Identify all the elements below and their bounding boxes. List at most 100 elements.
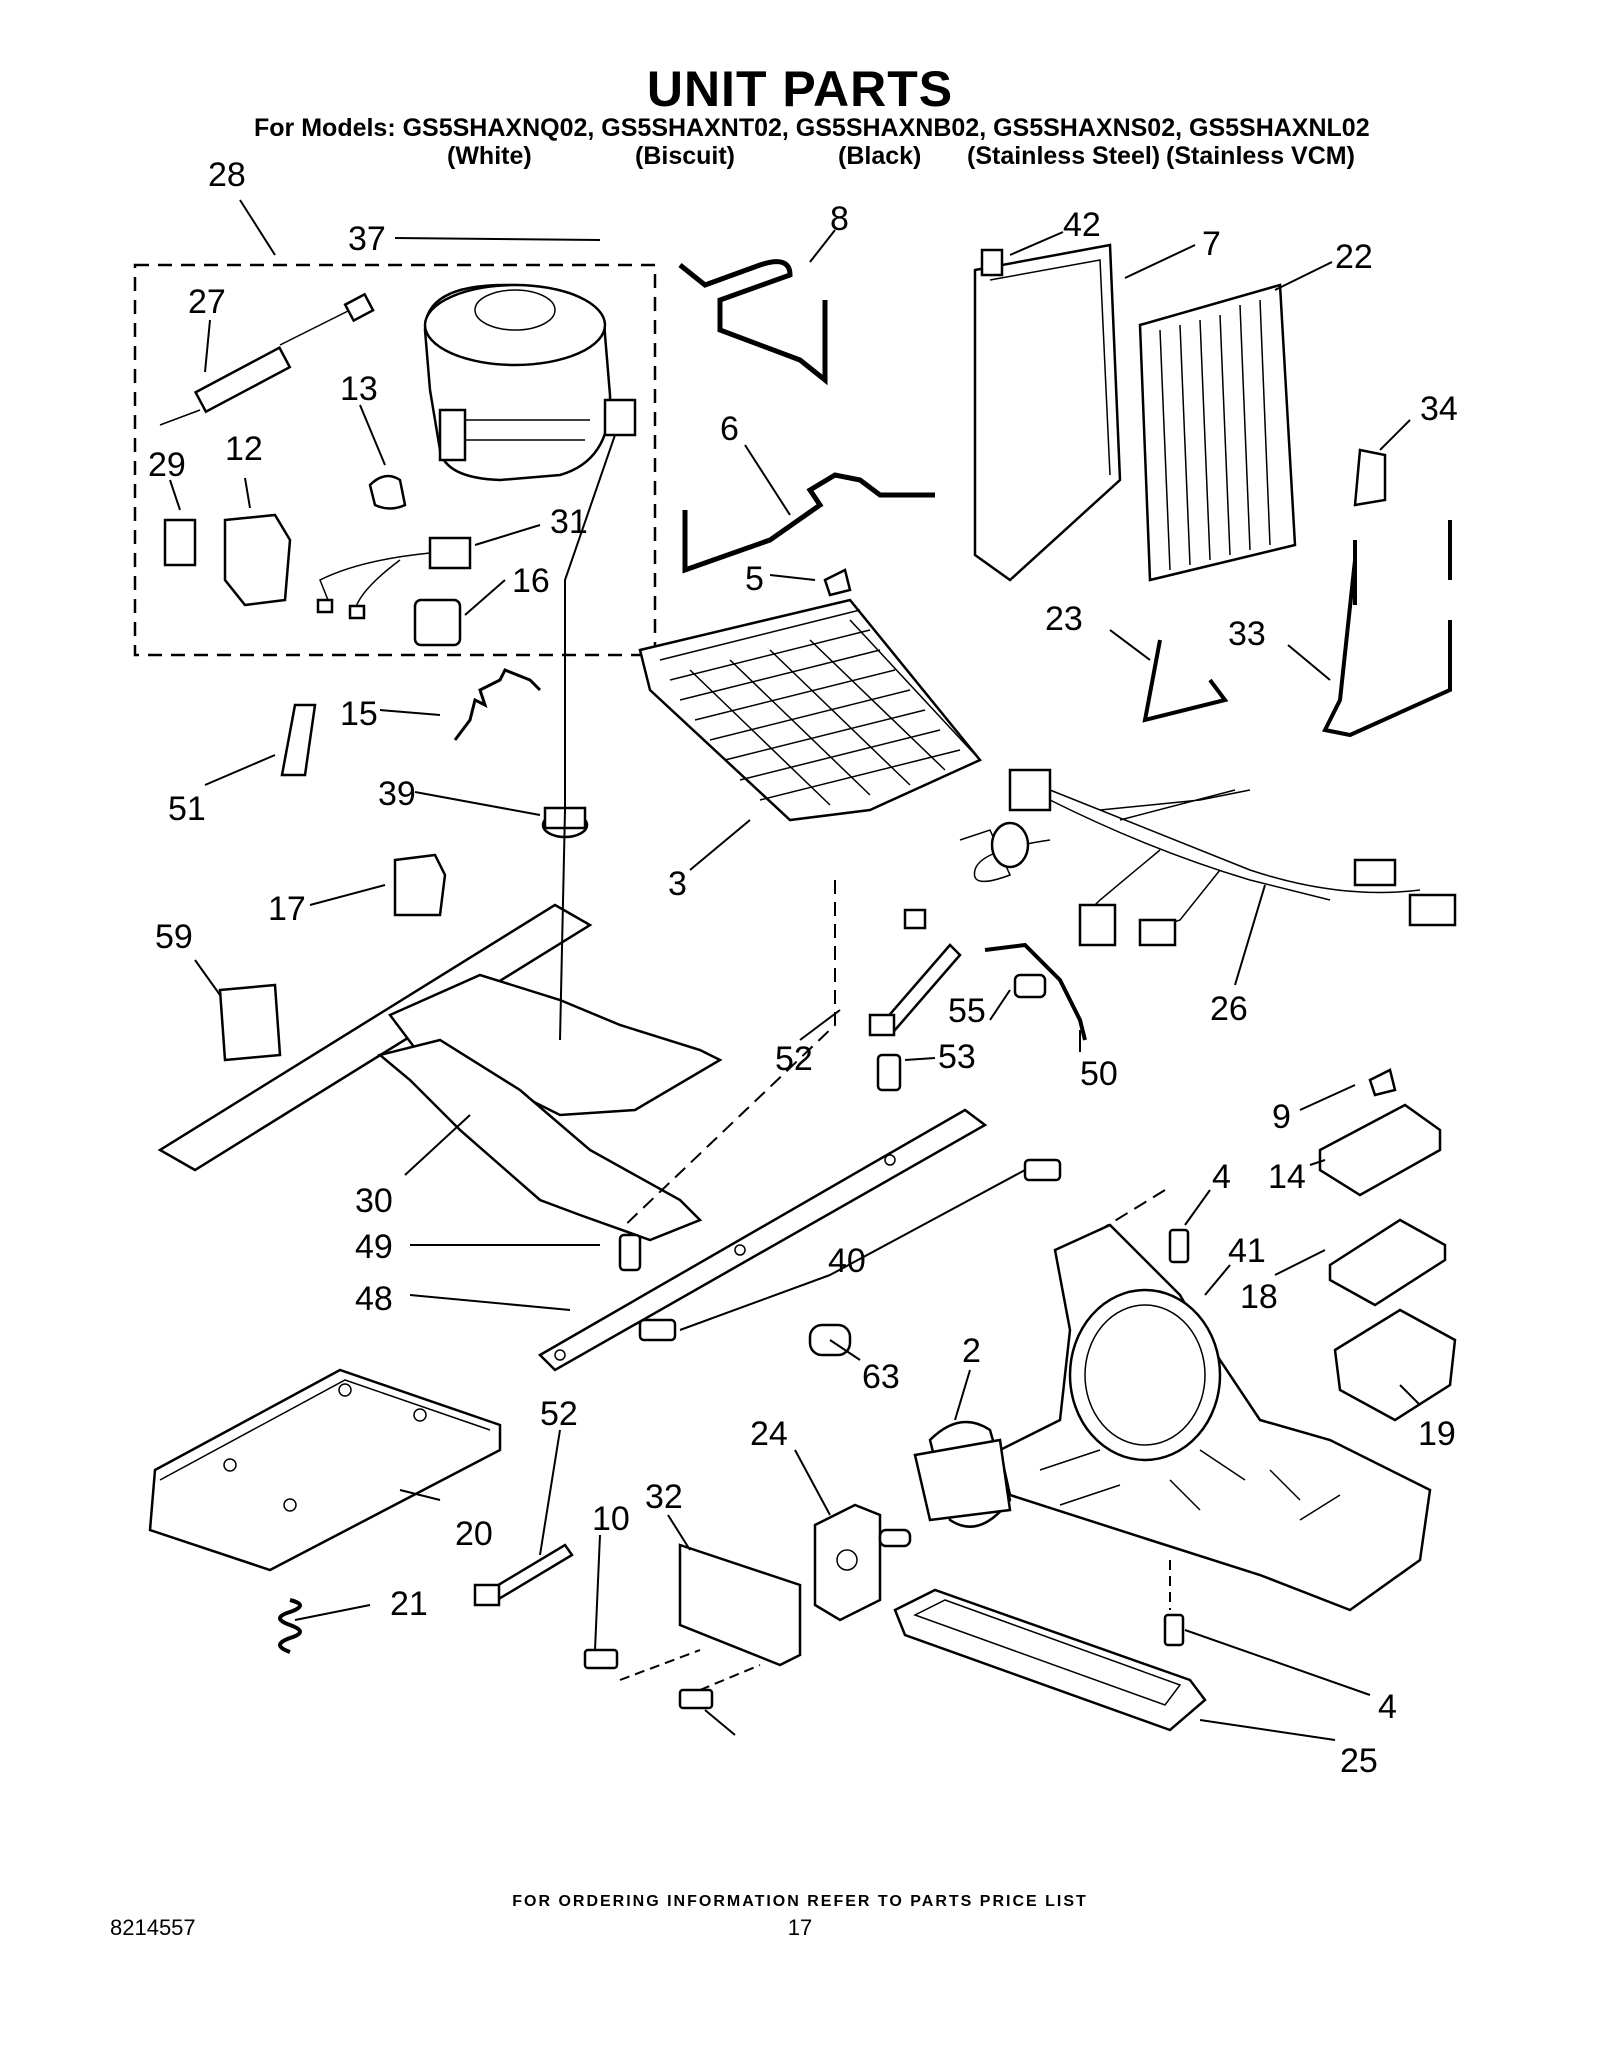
base-pan-part-41 (998, 1223, 1432, 1612)
shroud-part-7 (973, 243, 1122, 582)
part-59 (218, 983, 282, 1062)
tube-part-51 (280, 703, 317, 777)
color-biscuit: (Biscuit) (635, 142, 735, 170)
alignment-lines (559, 434, 1171, 1691)
callout-41: 41 (1228, 1232, 1266, 1270)
wire-part-23 (1142, 639, 1229, 723)
callout-7: 7 (1202, 225, 1221, 263)
callout-19: 19 (1418, 1415, 1456, 1453)
callout-8: 8 (830, 200, 849, 238)
callout-53: 53 (938, 1038, 976, 1076)
callout-3: 3 (668, 865, 687, 903)
screw-part-10 (583, 1648, 619, 1670)
fan-blade-part-2 (913, 1420, 1012, 1528)
callout-29: 29 (148, 446, 186, 484)
callout-13: 13 (340, 370, 378, 408)
wire-part-31 (316, 536, 472, 620)
tube-part-33 (1322, 520, 1452, 738)
overload-part-16 (413, 598, 462, 647)
callout-6: 6 (720, 410, 739, 448)
callout-4: 4 (1212, 1158, 1231, 1196)
wiring-harness-part-26 (903, 768, 1457, 947)
callout-34: 34 (1420, 390, 1458, 428)
callout-55: 55 (948, 992, 986, 1030)
leader-lines (169, 199, 1421, 1741)
frame-part-30 (157, 903, 723, 1242)
callout-40: 40 (828, 1242, 866, 1280)
clip-part-5 (823, 568, 852, 597)
part-9 (1368, 1068, 1397, 1097)
tube-part-8 (678, 259, 828, 386)
models-line: For Models: GS5SHAXNQ02, GS5SHAXNT02, GS… (254, 114, 1370, 142)
compressor-part (423, 283, 637, 482)
callout-50: 50 (1080, 1055, 1118, 1093)
screw-part-55 (1013, 973, 1047, 999)
callout-32: 32 (645, 1478, 683, 1516)
control-board-part-18 (1328, 1218, 1447, 1307)
page-title: UNIT PARTS (646, 61, 954, 117)
cable-tie-part-52 (868, 943, 962, 1037)
callout-28: 28 (208, 156, 246, 194)
clip-part-13 (368, 474, 407, 510)
plate-part-20 (148, 1368, 502, 1572)
callout-4b: 4 (1378, 1688, 1397, 1726)
callout-27: 27 (188, 283, 226, 321)
compressor-kit-box (133, 263, 657, 657)
screw-part-4b (1163, 1613, 1185, 1647)
callout-33: 33 (1228, 615, 1266, 653)
callout-48: 48 (355, 1280, 393, 1318)
bracket-part-40 (537, 1108, 988, 1372)
start-device-part-12 (223, 513, 292, 607)
callout-22: 22 (1335, 238, 1373, 276)
wire-part-15 (453, 668, 542, 741)
callout-26: 26 (1210, 990, 1248, 1028)
filter-drier-part (159, 292, 375, 426)
callout-37: 37 (348, 220, 386, 258)
drain-pan-part-25 (893, 1588, 1207, 1732)
clip-part-34 (1353, 448, 1387, 507)
callout-49: 49 (355, 1228, 393, 1266)
cover-part-14 (1318, 1103, 1442, 1197)
color-white: (White) (447, 142, 532, 170)
callout-21: 21 (390, 1585, 428, 1623)
callout-17: 17 (268, 890, 306, 928)
screw-part-4c (678, 1688, 714, 1710)
screw-part-40a (1023, 1158, 1062, 1182)
callout-16: 16 (512, 562, 550, 600)
screw-part-53 (876, 1053, 902, 1092)
color-stainless-vcm: (Stainless VCM) (1166, 142, 1355, 170)
part-17 (393, 853, 447, 917)
callout-2: 2 (962, 1332, 981, 1370)
box-part-19 (1333, 1308, 1457, 1422)
callout-10: 10 (592, 1500, 630, 1538)
wire-part-50 (984, 942, 1087, 1041)
tube-part-6 (682, 472, 935, 574)
screw-part-40b (638, 1318, 677, 1342)
callout-51: 51 (168, 790, 206, 828)
callout-52: 52 (775, 1040, 813, 1078)
screw-part-4a (1168, 1228, 1190, 1264)
spring-part-21 (278, 1598, 302, 1654)
callout-12: 12 (225, 430, 263, 468)
document-number: 8214557 (110, 1915, 196, 1940)
ordering-note: FOR ORDERING INFORMATION REFER TO PARTS … (512, 1893, 1088, 1910)
condenser-part-22 (1138, 283, 1297, 582)
color-stainless-steel: (Stainless Steel) (967, 142, 1161, 170)
callout-labels: 28 37 8 42 7 22 27 13 29 12 31 16 6 5 34… (148, 156, 1458, 1780)
callout-18: 18 (1240, 1278, 1278, 1316)
callout-52b: 52 (540, 1395, 578, 1433)
callout-30: 30 (355, 1182, 393, 1220)
callout-25: 25 (1340, 1742, 1378, 1780)
color-black: (Black) (838, 142, 922, 170)
cable-tie-part-52b (473, 1543, 574, 1607)
callout-42: 42 (1063, 206, 1101, 244)
callout-59: 59 (155, 918, 193, 956)
callout-9: 9 (1272, 1098, 1291, 1136)
relay-part-29 (163, 518, 197, 567)
callout-15: 15 (340, 695, 378, 733)
callout-14: 14 (1268, 1158, 1306, 1196)
fan-motor-part-24 (813, 1503, 912, 1622)
callout-24: 24 (750, 1415, 788, 1453)
